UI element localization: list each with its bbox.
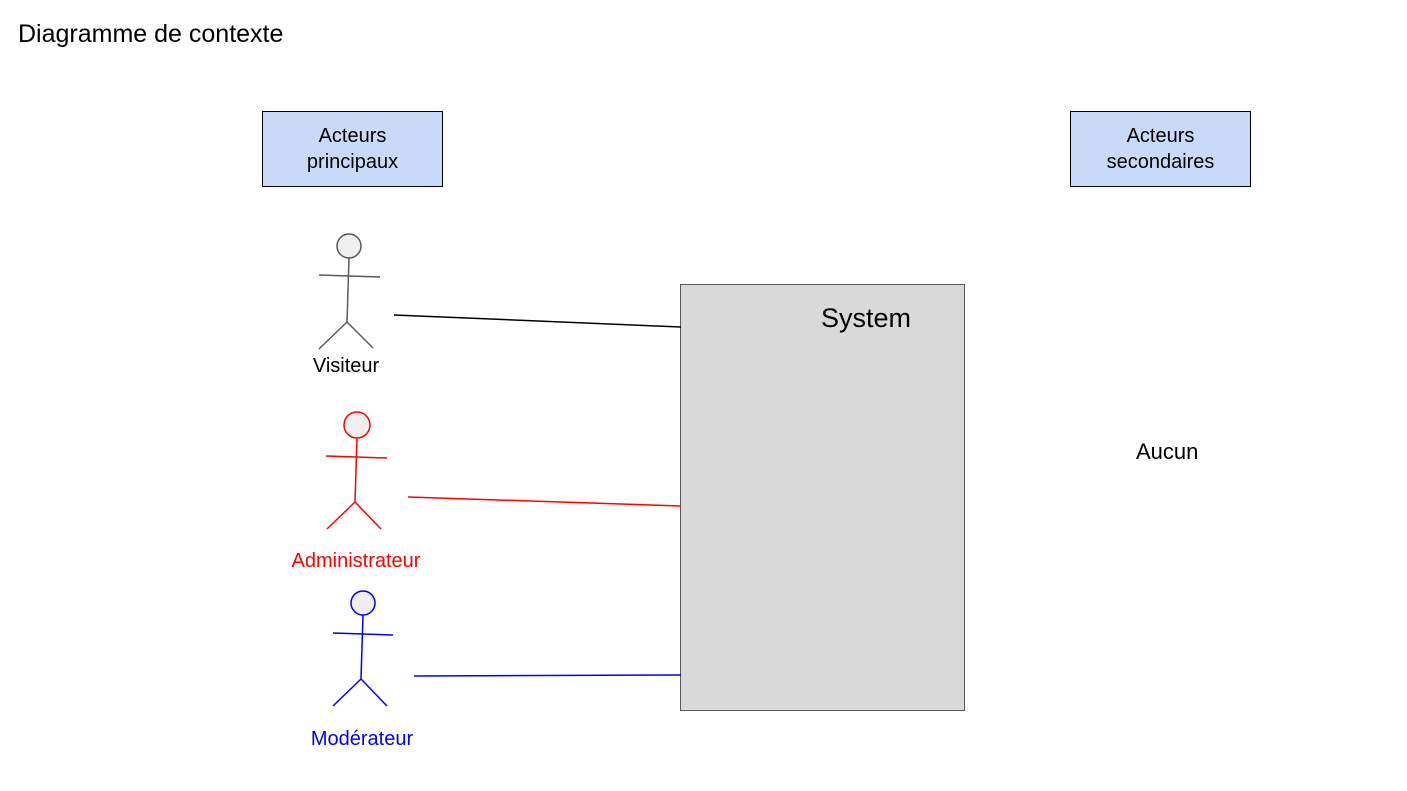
system-boundary: System: [680, 284, 965, 711]
secondary-actors-none: Aucun: [1136, 439, 1199, 464]
system-label: System: [821, 303, 912, 333]
actor-visiteur-figure: [318, 233, 381, 350]
primary-actors-header-label: Acteurs principaux: [306, 125, 399, 173]
actor-moderateur-figure: [332, 590, 394, 707]
page-title: Diagramme de contexte: [18, 20, 284, 48]
connector-moderateur: [413, 674, 682, 677]
actor-label-visiteur: Visiteur: [312, 355, 380, 377]
connector-visiteur: [393, 314, 682, 328]
actor-label-administrateur: Administrateur: [291, 550, 421, 572]
actor-label-moderateur: Modérateur: [310, 728, 414, 750]
secondary-actors-header-label: Acteurs secondaires: [1106, 125, 1215, 173]
primary-actors-header: Acteurs principaux: [262, 111, 443, 187]
connector-administrateur: [407, 496, 682, 507]
actor-administrateur-figure: [325, 411, 388, 530]
secondary-actors-header: Acteurs secondaires: [1070, 111, 1251, 187]
